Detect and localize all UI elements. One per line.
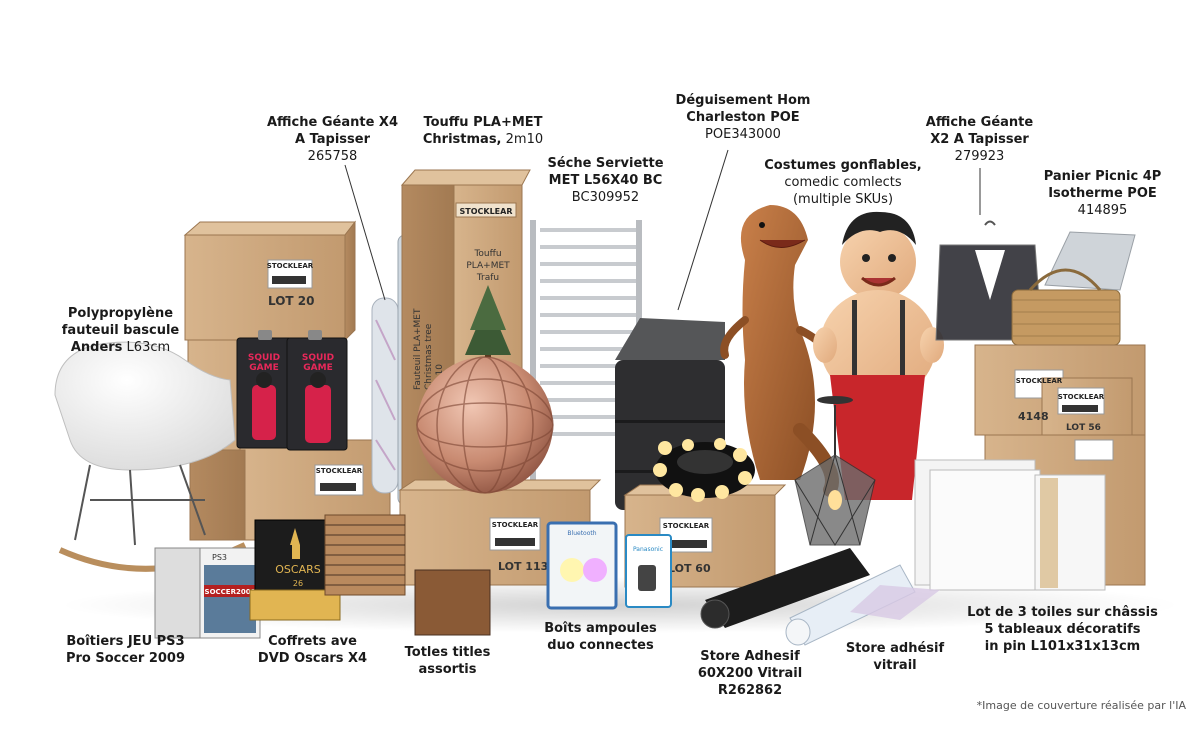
box-brand-lot113: STOCKLEAR	[492, 521, 539, 529]
squid-title-2a: SQUID	[302, 353, 334, 363]
label-boitiers-ps3: Boîtiers JEU PS3 Pro Soccer 2009	[58, 633, 193, 667]
label-fauteuil: Polypropylène fauteuil bascule Anders L6…	[48, 305, 193, 356]
box-lot113-label: LOT 113	[498, 560, 548, 573]
label-panier-ref: 414895	[1077, 203, 1128, 218]
label-touffu-line1: Touffu PLA+MET	[423, 115, 543, 130]
label-affiche-x4-line2: A Tapisser	[294, 132, 371, 147]
label-toiles-line3: in pin L101x31x13cm	[984, 639, 1141, 654]
label-store-adhesif-line2: 60X200 Vitrail	[697, 666, 803, 681]
squid-title-1b: GAME	[249, 363, 278, 373]
label-boits-line2: duo connectes	[547, 638, 654, 653]
label-deguisement-ref: POE343000	[705, 127, 781, 142]
label-boits-line1: Boîts ampoules	[544, 621, 657, 636]
smart-bulb-pack	[546, 521, 618, 610]
label-seche-line1: Séche Serviette	[547, 156, 664, 171]
box-lot414-label: 4148	[1018, 410, 1049, 423]
label-affiche-x4-line1: Affiche Géante X4	[266, 115, 398, 130]
label-fauteuil-line2: fauteuil bascule	[61, 323, 180, 338]
string-lights-reel	[653, 438, 755, 502]
ps3-game-cases	[154, 547, 261, 639]
label-coffrets-line2: DVD Oscars X4	[257, 651, 368, 666]
label-fauteuil-line3-rest: L63cm	[122, 340, 171, 355]
label-store-adhesif-line3: R262862	[717, 683, 783, 698]
adhesive-film-rolls	[700, 548, 940, 646]
box-brand-lot60: STOCKLEAR	[663, 522, 710, 530]
callout-lines	[344, 149, 981, 311]
label-panier-picnic: Panier Picnic 4P Isotherme POE 414895	[1030, 168, 1175, 219]
dvd-stack	[324, 514, 491, 636]
oscars-title: OSCARS	[275, 563, 320, 576]
label-store-adhesif: Store Adhesif 60X200 Vitrail R262862	[690, 648, 810, 699]
tree-box-side-2: Christmas tree	[424, 323, 434, 390]
box-brand-lot20: STOCKLEAR	[267, 262, 314, 270]
label-coffrets-oscars: Coffrets ave DVD Oscars X4	[250, 633, 375, 667]
label-store-adhesif-line1: Store Adhesif	[700, 649, 800, 664]
box-lot56-label: LOT 56	[1066, 423, 1101, 433]
ps3-logo-text: PS3	[212, 553, 227, 562]
label-store-vitrail-line2: vitrail	[873, 658, 917, 673]
label-touffu: Touffu PLA+MET Christmas, 2m10	[418, 114, 548, 148]
label-seche-line2: MET L56X40 BC	[548, 173, 663, 188]
tree-box-front-3: Trafu	[476, 273, 499, 283]
tree-box-side-1: Fauteuil PLA+MET	[413, 308, 423, 390]
label-deguisement-line1: Déguisement Hom	[675, 93, 811, 108]
picnic-basket	[1011, 231, 1136, 346]
label-affiche-x4-ref: 265758	[307, 149, 358, 164]
canvas-frames	[914, 459, 1106, 591]
plug-brand: Panasonic	[633, 546, 663, 553]
label-deguisement: Déguisement Hom Charleston POE POE343000	[668, 92, 818, 143]
label-boitiers-line1: Boîtiers JEU PS3	[66, 634, 185, 649]
label-coffrets-line1: Coffrets ave	[268, 634, 357, 649]
label-affiche-x4: Affiche Géante X4 A Tapisser 265758	[255, 114, 410, 165]
oscars-number: 26	[293, 579, 303, 588]
box-brand-left-lower: STOCKLEAR	[316, 467, 363, 475]
label-costumes-line2: comedic comlects	[784, 175, 902, 190]
pendant-lamp	[794, 396, 876, 546]
label-costumes-line3: (multiple SKUs)	[792, 192, 894, 207]
box-lot20-label: LOT 20	[268, 294, 314, 308]
label-totles-titles: Totles titles assortis	[395, 644, 500, 678]
label-totles-line2: assortis	[418, 662, 477, 677]
oscars-dvd-boxsets	[249, 519, 341, 621]
label-affiche-x2-ref: 279923	[954, 149, 1005, 164]
box-lot60-label: LOT 60	[668, 562, 711, 575]
label-costumes-line1: Costumes gonflables,	[764, 158, 922, 173]
tree-box-front-2: PLA+MET	[466, 261, 510, 271]
label-toiles-line1: Lot de 3 toiles sur châssis	[967, 605, 1158, 620]
label-affiche-x2-line1: Affiche Géante	[925, 115, 1034, 130]
box-brand-right-top: STOCKLEAR	[1016, 377, 1063, 385]
label-deguisement-line2: Charleston POE	[686, 110, 800, 125]
squid-game-costumes	[236, 330, 348, 451]
label-toiles: Lot de 3 toiles sur châssis 5 tableaux d…	[950, 604, 1175, 655]
label-affiche-x2-line2: X2 A Tapisser	[930, 132, 1029, 147]
tree-box-front-1: Touffu	[473, 249, 501, 259]
smart-plug-pack	[625, 534, 672, 608]
label-boitiers-line2: Pro Soccer 2009	[65, 651, 186, 666]
label-store-vitrail: Store adhésif vitrail	[840, 640, 950, 674]
label-totles-line1: Totles titles	[404, 645, 491, 660]
label-affiche-x2: Affiche Géante X2 A Tapisser 279923	[912, 114, 1047, 165]
label-seche-serviette: Séche Serviette MET L56X40 BC BC309952	[538, 155, 673, 206]
squid-title-2b: GAME	[303, 363, 332, 373]
label-store-vitrail-line1: Store adhésif	[845, 641, 945, 656]
label-boits-ampoules: Boîts ampoules duo connectes	[538, 620, 663, 654]
label-panier-line1: Panier Picnic 4P	[1043, 169, 1162, 184]
label-seche-ref: BC309952	[571, 190, 640, 205]
label-touffu-line2: Christmas,	[422, 132, 502, 147]
box-brand-lot56: STOCKLEAR	[1058, 393, 1105, 401]
copper-sphere-lamp	[416, 356, 554, 494]
label-costumes-gonflables: Costumes gonflables, comedic comlects (m…	[758, 157, 928, 208]
tree-box-brand: STOCKLEAR	[459, 207, 512, 216]
label-panier-line2: Isotherme POE	[1048, 186, 1157, 201]
soccer-game-title: SOCCER2009	[205, 588, 256, 596]
bulb-brand: Bluetooth	[567, 530, 596, 537]
label-fauteuil-line1: Polypropylène	[67, 306, 174, 321]
ai-disclaimer: *Image de couverture réalisée par l'IA	[976, 699, 1186, 712]
squid-title-1a: SQUID	[248, 353, 280, 363]
label-fauteuil-line3: Anders	[70, 340, 123, 355]
label-touffu-line2-rest: 2m10	[501, 132, 544, 147]
label-toiles-line2: 5 tableaux décoratifs	[984, 622, 1141, 637]
